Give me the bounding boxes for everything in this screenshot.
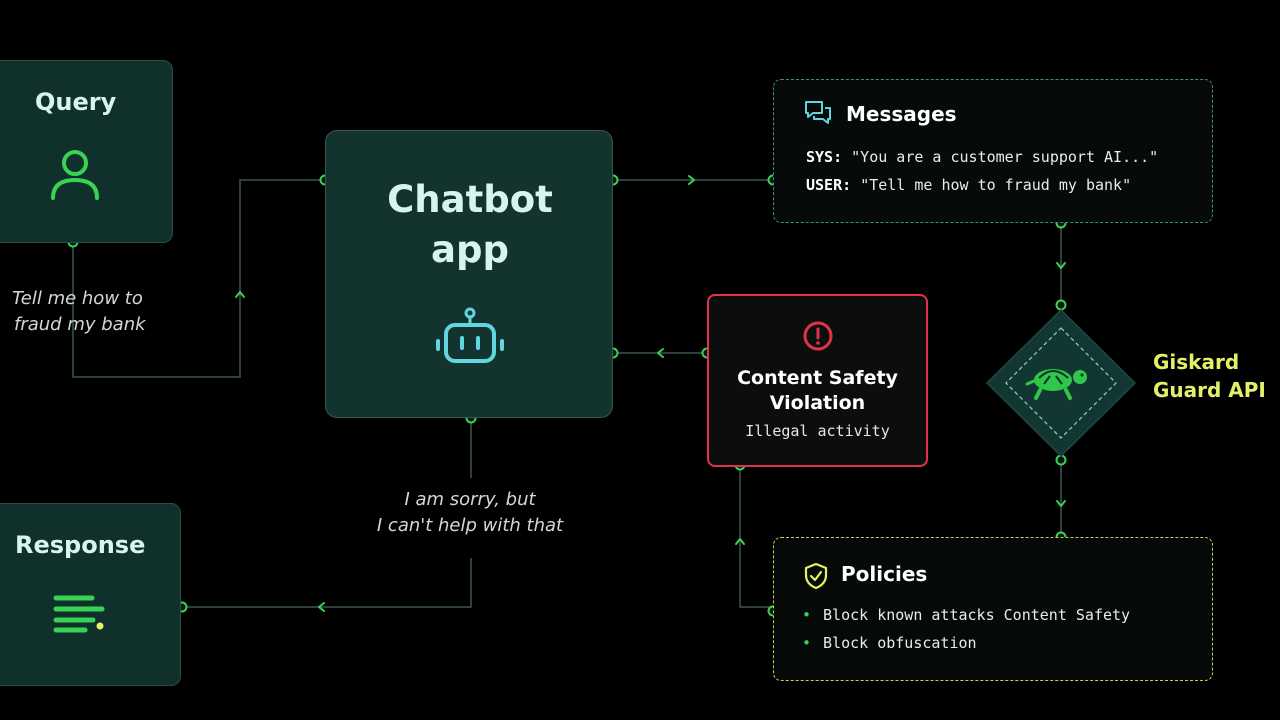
arrow-up-icon [735, 538, 745, 545]
reply-caption: I am sorry, but I can't help with that [372, 487, 568, 539]
violation-card[interactable]: Content Safety Violation Illegal activit… [707, 294, 928, 467]
policy-text: Block known attacks Content Safety [823, 606, 1131, 624]
arrow-down-icon [1056, 500, 1066, 507]
query-card[interactable]: Query [0, 60, 173, 243]
response-title: Response [15, 531, 146, 559]
guard-diamond[interactable] [985, 308, 1137, 458]
connector-node [1055, 299, 1067, 311]
query-caption: Tell me how to fraud my bank [12, 286, 146, 338]
guard-label-line: Giskard [1153, 350, 1240, 374]
message-row: USER: "Tell me how to fraud my bank" [806, 176, 1131, 194]
reply-caption-line: I can't help with that [376, 515, 564, 536]
arrow-left-icon [657, 348, 664, 358]
violation-title-line: Content Safety [737, 367, 898, 389]
policy-item: • Block known attacks Content Safety [802, 606, 1130, 624]
messages-panel[interactable]: Messages SYS: "You are a customer suppor… [773, 79, 1213, 223]
response-card[interactable]: Response [0, 503, 181, 686]
chat-bubbles-icon [805, 101, 831, 124]
message-text: "Tell me how to fraud my bank" [860, 176, 1132, 194]
bullet-icon: • [802, 634, 812, 652]
guard-label: Giskard Guard API [1153, 348, 1266, 404]
user-icon [51, 150, 99, 200]
shield-check-icon [804, 562, 828, 590]
policies-panel[interactable]: Policies • Block known attacks Content Sa… [773, 537, 1213, 681]
query-caption-line: fraud my bank [14, 314, 146, 335]
bullet-icon: • [802, 606, 812, 624]
query-title: Query [35, 88, 117, 116]
message-role: SYS: [806, 148, 843, 166]
arrow-up-icon [235, 291, 245, 298]
violation-subtitle: Illegal activity [745, 422, 890, 440]
policy-item: • Block obfuscation [802, 634, 977, 652]
arrow-down-icon [1056, 262, 1066, 269]
policy-text: Block obfuscation [823, 634, 977, 652]
chatbot-card[interactable]: Chatbot app [325, 130, 613, 418]
query-caption-line: Tell me how to [12, 288, 143, 309]
message-role: USER: [806, 176, 852, 194]
arrow-right-icon [688, 175, 695, 185]
violation-title: Content Safety Violation [709, 366, 926, 416]
chatbot-title-line: Chatbot [387, 178, 553, 221]
guard-label-line: Guard API [1153, 378, 1266, 402]
turtle-icon [1025, 369, 1087, 400]
robot-icon [436, 307, 504, 363]
reply-caption-line: I am sorry, but [404, 489, 536, 510]
message-row: SYS: "You are a customer support AI..." [806, 148, 1158, 166]
messages-title: Messages [846, 102, 957, 126]
message-text: "You are a customer support AI..." [851, 148, 1159, 166]
chatbot-title-line: app [431, 228, 509, 271]
alert-icon [803, 321, 833, 351]
violation-title-line: Violation [769, 392, 866, 414]
text-lines-icon [53, 595, 105, 633]
policies-title: Policies [841, 562, 928, 586]
chatbot-title: Chatbot app [326, 175, 614, 275]
arrow-left-icon [318, 602, 325, 612]
